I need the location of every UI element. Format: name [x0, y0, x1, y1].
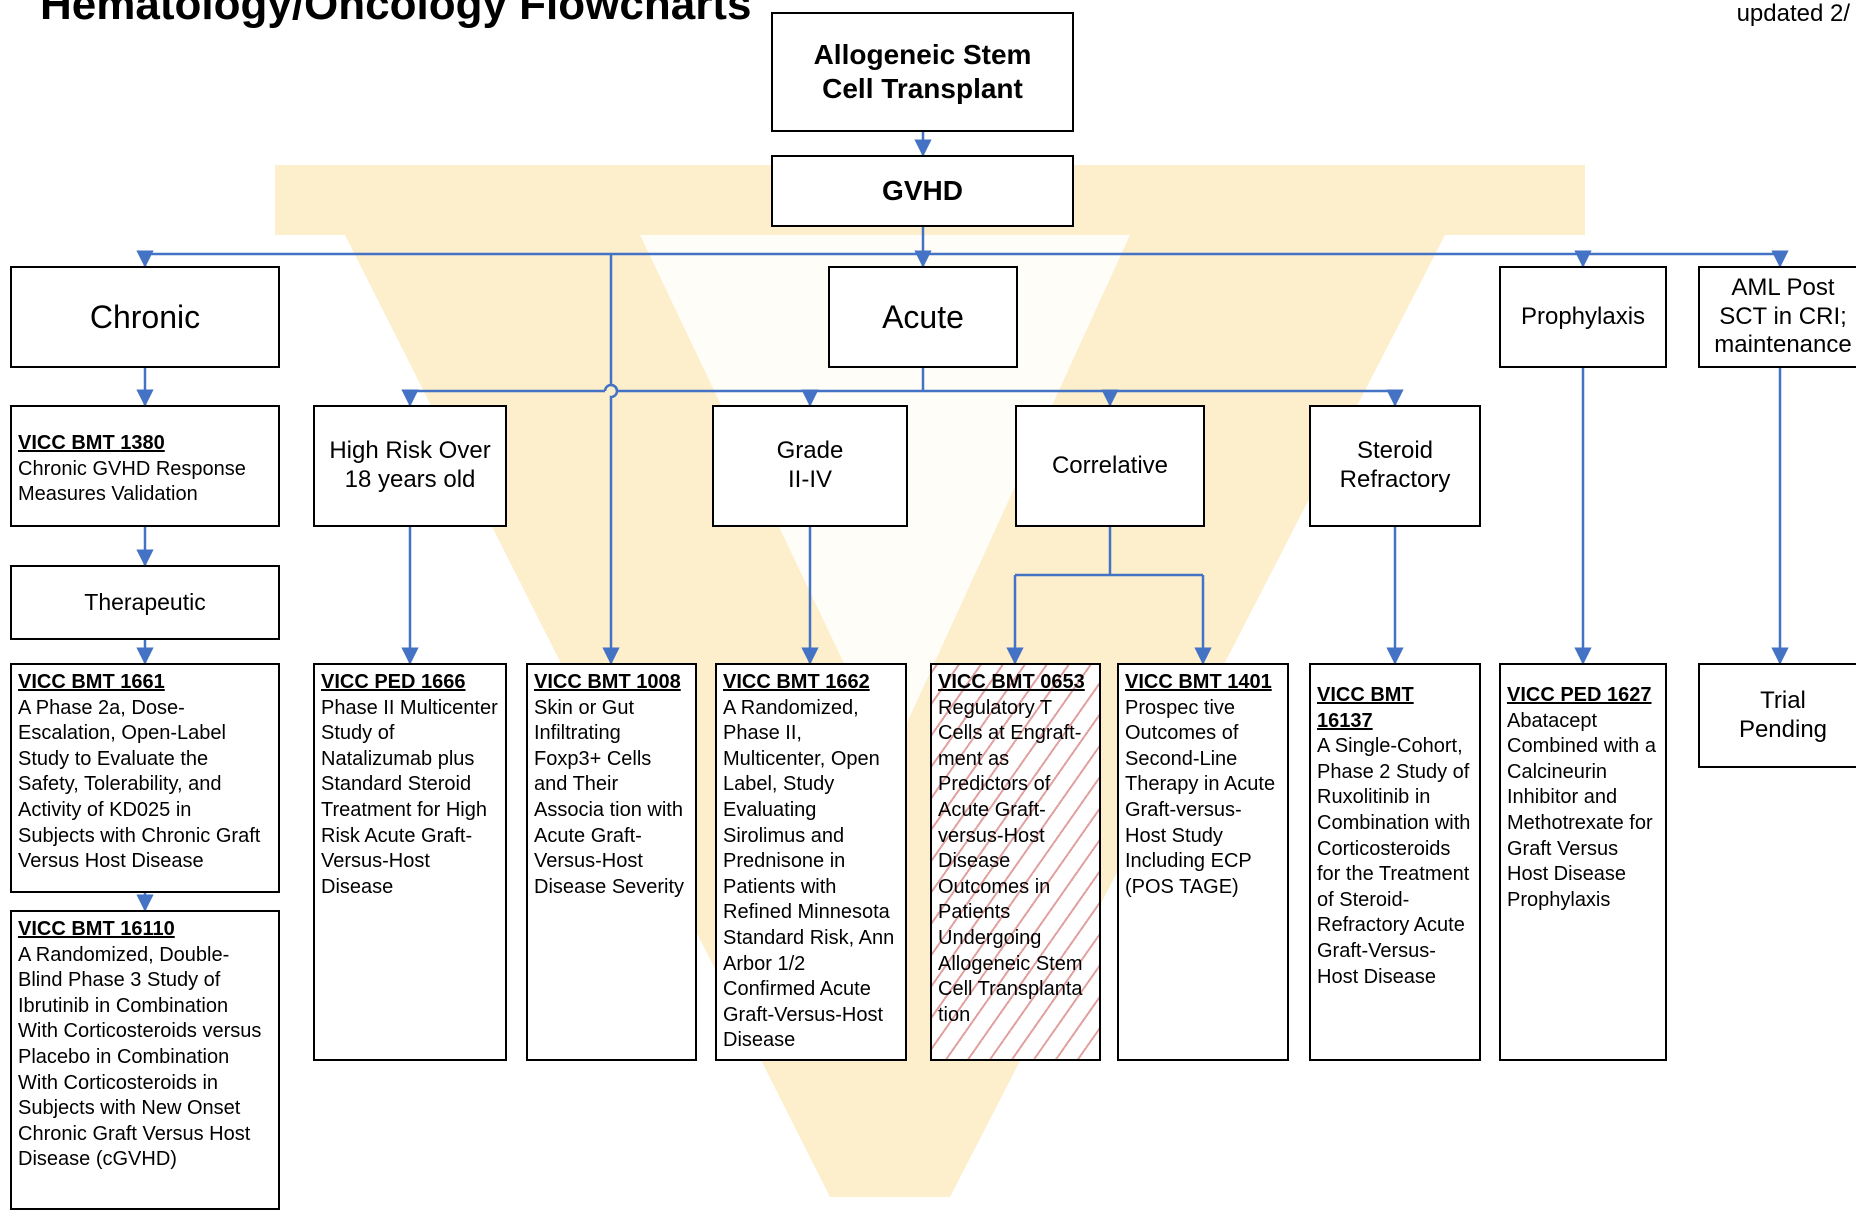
- study-description: Prospec tive Outcomes of Second-Line The…: [1125, 696, 1276, 898]
- study-vicc-bmt-1008: VICC BMT 1008 Skin or Gut Infiltrating F…: [526, 663, 697, 1061]
- node-prophylaxis-label: Prophylaxis: [1520, 302, 1646, 330]
- node-gvhd-label: GVHD: [882, 175, 963, 207]
- node-aml-post-sct: AML Post SCT in CRI; maintenance: [1698, 266, 1856, 368]
- study-id: VICC PED 1666: [321, 671, 466, 693]
- connector-bus-hop: [603, 383, 619, 392]
- study-vicc-ped-1627: VICC PED 1627 Abatacept Combined with a …: [1499, 663, 1667, 1061]
- study-id: VICC BMT 0653: [938, 671, 1085, 693]
- node-gvhd: GVHD: [771, 155, 1074, 227]
- study-id: VICC BMT 16110: [18, 918, 175, 940]
- node-high-risk: High Risk Over 18 years old: [313, 405, 507, 527]
- node-trial-pending: Trial Pending: [1698, 663, 1856, 768]
- study-id: VICC BMT 1008: [534, 671, 681, 693]
- study-description: Phase II Multicenter Study of Natalizuma…: [321, 696, 498, 898]
- study-id: VICC BMT 1662: [723, 671, 870, 693]
- study-vicc-bmt-16110: VICC BMT 16110 A Randomized, Double-Blin…: [10, 910, 280, 1210]
- study-vicc-ped-1666: VICC PED 1666 Phase II Multicenter Study…: [313, 663, 507, 1061]
- study-description: A Single-Cohort, Phase 2 Study of Ruxoli…: [1317, 735, 1471, 988]
- node-chronic: Chronic: [10, 266, 280, 368]
- study-id: VICC BMT 16137: [1317, 684, 1414, 732]
- node-allogeneic-transplant: Allogeneic Stem Cell Transplant: [771, 12, 1074, 132]
- updated-date-text: updated 2/: [1736, 0, 1850, 27]
- study-vicc-bmt-1661: VICC BMT 1661 A Phase 2a, Dose-Escalatio…: [10, 663, 280, 893]
- study-description: A Phase 2a, Dose-Escalation, Open-Label …: [18, 696, 261, 873]
- study-vicc-bmt-1401: VICC BMT 1401 Prospec tive Outcomes of S…: [1117, 663, 1289, 1061]
- study-vicc-bmt-16137: VICC BMT 16137 A Single-Cohort, Phase 2 …: [1309, 663, 1481, 1061]
- node-acute: Acute: [828, 266, 1018, 368]
- study-description: Abatacept Combined with a Calcineurin In…: [1507, 709, 1656, 911]
- node-high-risk-label: High Risk Over 18 years old: [329, 437, 491, 493]
- study-vicc-bmt-1380: VICC BMT 1380 Chronic GVHD Response Meas…: [10, 405, 280, 527]
- study-description: Skin or Gut Infiltrating Foxp3+ Cells an…: [534, 696, 685, 898]
- study-description: Chronic GVHD Response Measures Validatio…: [18, 457, 246, 506]
- node-therapeutic: Therapeutic: [10, 565, 280, 640]
- node-steroid-refractory: Steroid Refractory: [1309, 405, 1481, 527]
- study-id: VICC PED 1627: [1507, 684, 1652, 706]
- study-id: VICC BMT 1661: [18, 671, 165, 693]
- node-steroid-refractory-label: Steroid Refractory: [1339, 437, 1451, 493]
- page-title: Hematology/Oncology Flowcharts: [40, 0, 752, 29]
- node-grade-label: Grade II-IV: [776, 437, 844, 493]
- node-chronic-label: Chronic: [89, 298, 201, 335]
- node-trial-pending-label: Trial Pending: [1738, 686, 1828, 743]
- node-correlative-label: Correlative: [1051, 451, 1169, 479]
- study-description: Regulatory T Cells at Engraft-ment as Pr…: [938, 696, 1083, 1026]
- node-allogeneic-transplant-label: Allogeneic Stem Cell Transplant: [813, 39, 1032, 104]
- node-correlative: Correlative: [1015, 405, 1205, 527]
- connector-bmt1008: [602, 254, 620, 665]
- node-grade: Grade II-IV: [712, 405, 908, 527]
- study-vicc-bmt-0653: VICC BMT 0653 Regulatory T Cells at Engr…: [930, 663, 1101, 1061]
- node-aml-post-sct-label: AML Post SCT in CRI; maintenance: [1714, 273, 1852, 359]
- study-id: VICC BMT 1380: [18, 432, 165, 454]
- node-prophylaxis: Prophylaxis: [1499, 266, 1667, 368]
- study-id: VICC BMT 1401: [1125, 671, 1272, 693]
- study-description: A Randomized, Double-Blind Phase 3 Study…: [18, 943, 262, 1171]
- study-vicc-bmt-1662: VICC BMT 1662 A Randomized, Phase II, Mu…: [715, 663, 907, 1061]
- node-therapeutic-label: Therapeutic: [84, 588, 206, 615]
- study-description: A Randomized, Phase II, Multicenter, Ope…: [723, 696, 895, 1052]
- node-acute-label: Acute: [882, 298, 964, 335]
